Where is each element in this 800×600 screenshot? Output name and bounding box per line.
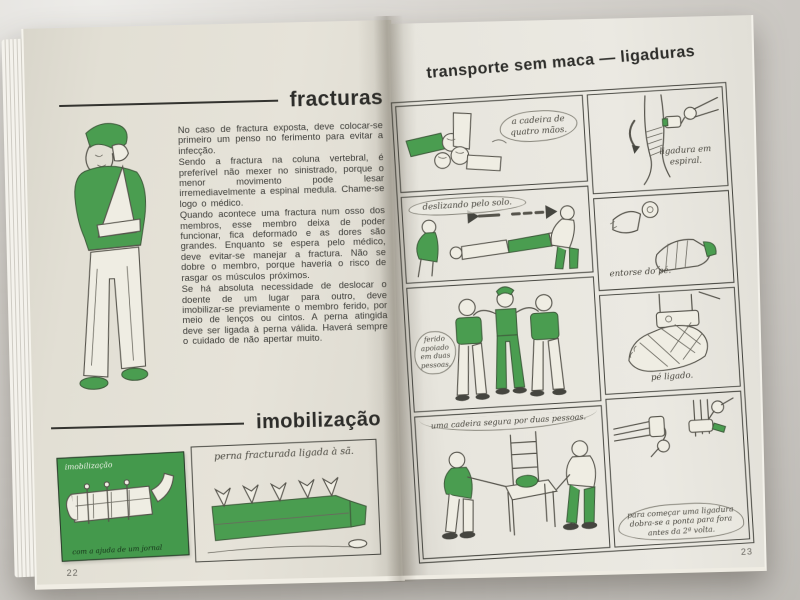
left-page: fracturas No caso de fractura exposta, d… xyxy=(21,19,405,590)
page-number-right: 23 xyxy=(740,546,754,557)
chair-carry-illustration xyxy=(442,431,598,540)
section-heading: fracturas xyxy=(289,86,384,112)
panel-supported-by-two: ferido apoiado em duas pessoas. xyxy=(406,276,602,413)
panel-chair-two-people: uma cadeira segura por duas pessoas. xyxy=(414,405,611,560)
paragraph: No caso de fractura exposta, deve coloca… xyxy=(177,120,384,156)
paragraph: Quando acontece uma fractura num osso do… xyxy=(179,205,387,283)
figure-caption-top: imobilização xyxy=(64,460,113,472)
four-hands-illustration xyxy=(405,112,507,172)
figure-newspaper-splint: imobilização com a ajuda de um jornal xyxy=(56,451,190,562)
page-number-left: 22 xyxy=(66,567,79,578)
bandage-start-illustration xyxy=(613,397,734,458)
subsection-heading: imobilização xyxy=(255,408,382,434)
panel-bandage-start: para começar uma ligadura dobra-se a pon… xyxy=(605,391,751,548)
panel-column-right: ligadura em espiral. entorse do pé xyxy=(586,86,751,548)
header-rule xyxy=(59,99,278,108)
right-page-content: transporte sem maca — ligaduras xyxy=(380,9,775,582)
sliding-illustration xyxy=(416,205,579,278)
body-text: No caso de fractura exposta, deve coloca… xyxy=(178,120,388,347)
paragraph: Se há absoluta necessidade de deslocar o… xyxy=(181,279,388,347)
man-arm-in-sling-illustration xyxy=(74,123,149,390)
panel-spiral-bandage: ligadura em espiral. xyxy=(586,86,729,195)
supported-illustration xyxy=(455,286,567,401)
header-rule xyxy=(51,422,245,429)
splint-illustration xyxy=(65,472,175,524)
panel-four-hands-chair: a cadeira de quatro mãos. xyxy=(395,94,588,193)
legs-tied-illustration xyxy=(207,477,368,554)
foot-sprain-illustration xyxy=(610,201,717,274)
open-booklet: fracturas No caso de fractura exposta, d… xyxy=(1,11,778,590)
panel-sliding-on-ground: deslizando pelo solo. xyxy=(400,185,594,284)
figure-legs-tied: perna fracturada ligada à sã. xyxy=(190,438,382,563)
panel-foot-bandaged: pé ligado. xyxy=(598,286,741,396)
figure-caption-bottom: com a ajuda de um jornal xyxy=(72,543,163,557)
section-header-imobilizacao: imobilização xyxy=(51,408,381,439)
section-header-fracturas: fracturas xyxy=(59,86,383,118)
bandaged-foot-illustration xyxy=(628,291,721,372)
figure-caption: perna fracturada ligada à sã. xyxy=(213,445,355,463)
panel-grid: a cadeira de quatro mãos. xyxy=(390,81,755,564)
paragraph: Sendo a fractura na coluna vertebral, é … xyxy=(178,152,385,209)
right-page: transporte sem maca — ligaduras xyxy=(389,15,767,580)
panel-foot-sprain: entorse do pé. xyxy=(593,190,735,292)
panel-column-left: a cadeira de quatro mãos. xyxy=(395,94,611,560)
spiral-bandage-illustration xyxy=(628,94,719,186)
page-heading: transporte sem maca — ligaduras xyxy=(425,42,696,83)
